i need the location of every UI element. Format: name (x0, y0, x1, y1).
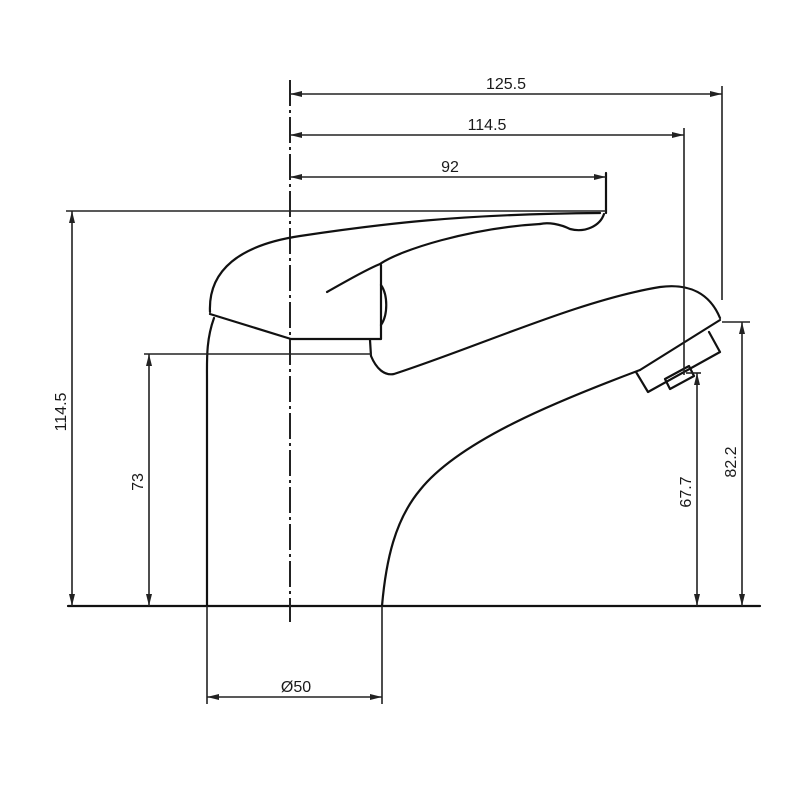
dim-label-overall-reach: 125.5 (486, 76, 526, 93)
body-left-edge (205, 316, 216, 608)
dim-label-overall-height: 114.5 (53, 392, 70, 431)
lever-top-edge (208, 211, 602, 314)
spout-top (368, 285, 722, 376)
dim-label-base-diameter: Ø50 (281, 679, 311, 696)
cartridge-housing (208, 263, 383, 341)
dim-base-diameter: Ø50 (206, 606, 383, 704)
lever-underside (378, 222, 542, 266)
dim-lever-reach: 92 (290, 159, 606, 180)
dim-label-spout-reach: 114.5 (468, 117, 507, 134)
cartridge-button (379, 283, 388, 327)
aerator-face (638, 318, 722, 372)
aerator-body (634, 330, 722, 394)
lever-inner-stroke (325, 262, 382, 294)
dim-spout-reach: 114.5 (290, 117, 685, 375)
lever-tip-curve (538, 212, 606, 232)
dim-label-body-height: 73 (130, 473, 147, 491)
spout-underside (380, 368, 642, 608)
dim-spout-tip-height: 82.2 (722, 321, 750, 606)
dim-label-spout-tip-height: 82.2 (723, 446, 740, 477)
dim-label-outlet-height: 67.7 (678, 476, 695, 507)
tap-outline (205, 171, 722, 608)
dim-overall-reach: 125.5 (290, 76, 723, 300)
dim-label-lever-reach: 92 (441, 159, 459, 176)
dim-body-height: 73 (130, 353, 372, 606)
aerator-insert (663, 364, 696, 391)
dim-overall-height: 114.5 (53, 210, 606, 606)
dim-outlet-height: 67.7 (678, 372, 701, 606)
